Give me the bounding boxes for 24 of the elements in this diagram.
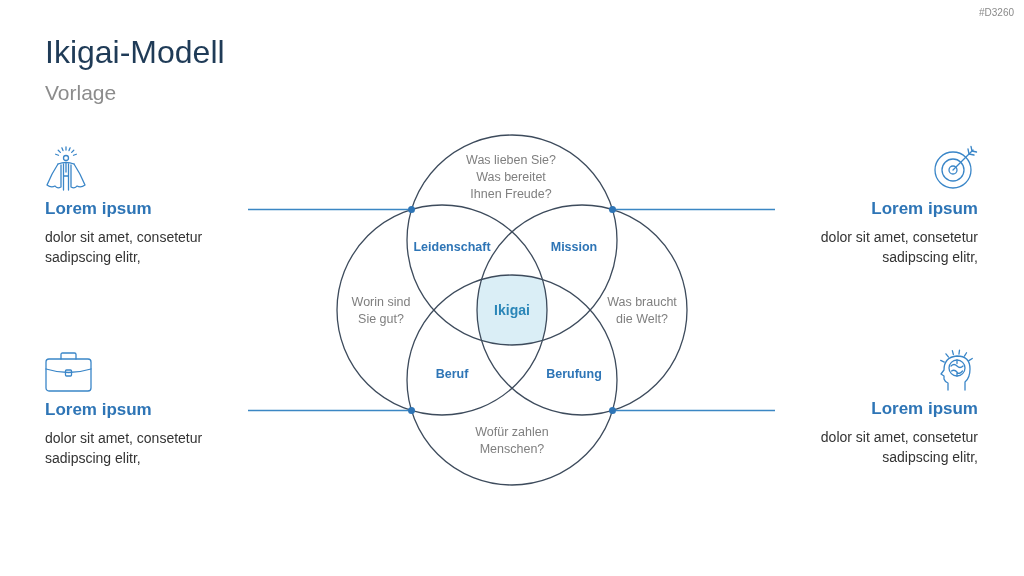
overlap-label: Berufung — [546, 366, 602, 382]
description-text: dolor sit amet, consetetur sadipscing elitr, — [819, 428, 978, 467]
description-text: dolor sit amet, consetetur sadipscing elitr, — [819, 228, 978, 267]
question-text: Wofür zahlen Menschen? — [474, 423, 550, 458]
slide-subtitle: Vorlage — [45, 80, 117, 106]
slide-title: Ikigai-Modell — [45, 33, 225, 71]
question-text: Was lieben Sie? Was bereitet Ihnen Freude? — [465, 151, 557, 203]
overlap-label: Beruf — [435, 366, 469, 382]
leader-line — [247, 208, 409, 211]
description-text: dolor sit amet, consetetur sadipscing elitr, — [45, 228, 204, 267]
template-code: #D3260 — [978, 7, 1014, 19]
overlap-label: Mission — [550, 239, 598, 255]
section-heading: Lorem ipsum — [45, 198, 152, 220]
leader-line — [247, 409, 409, 412]
description-text: dolor sit amet, consetetur sadipscing elitr, — [45, 429, 204, 468]
question-text: Worin sind Sie gut? — [350, 293, 412, 328]
leader-line — [615, 409, 776, 412]
section-heading: Lorem ipsum — [871, 198, 978, 220]
section-heading: Lorem ipsum — [45, 399, 152, 421]
question-text: Was braucht die Welt? — [606, 293, 678, 328]
center-label: Ikigai — [494, 302, 530, 318]
overlap-label: Leidenschaft — [413, 239, 491, 255]
section-heading: Lorem ipsum — [871, 398, 978, 420]
leader-line — [615, 208, 776, 211]
